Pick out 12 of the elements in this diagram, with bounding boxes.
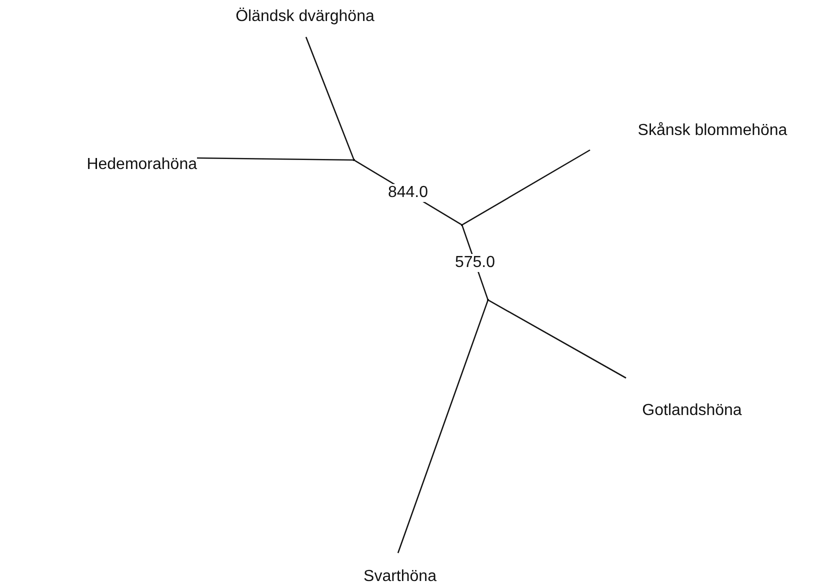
tree-branch: [488, 300, 626, 379]
bootstrap-value: 575.0: [454, 254, 496, 272]
taxon-label: Skånsk blommehöna: [590, 122, 835, 150]
taxon-label: Gotlandshöna: [612, 378, 772, 420]
tree-branch: [197, 157, 353, 161]
bootstrap-value: 844.0: [386, 184, 430, 202]
tree-branch: [397, 300, 488, 554]
taxon-label: Svarthöna: [345, 553, 455, 586]
taxon-label: Öländsk dvärghöna: [200, 8, 410, 37]
taxon-label: Hedemorahöna: [12, 152, 197, 178]
tree-branch: [305, 36, 354, 160]
tree-branch: [462, 149, 590, 226]
